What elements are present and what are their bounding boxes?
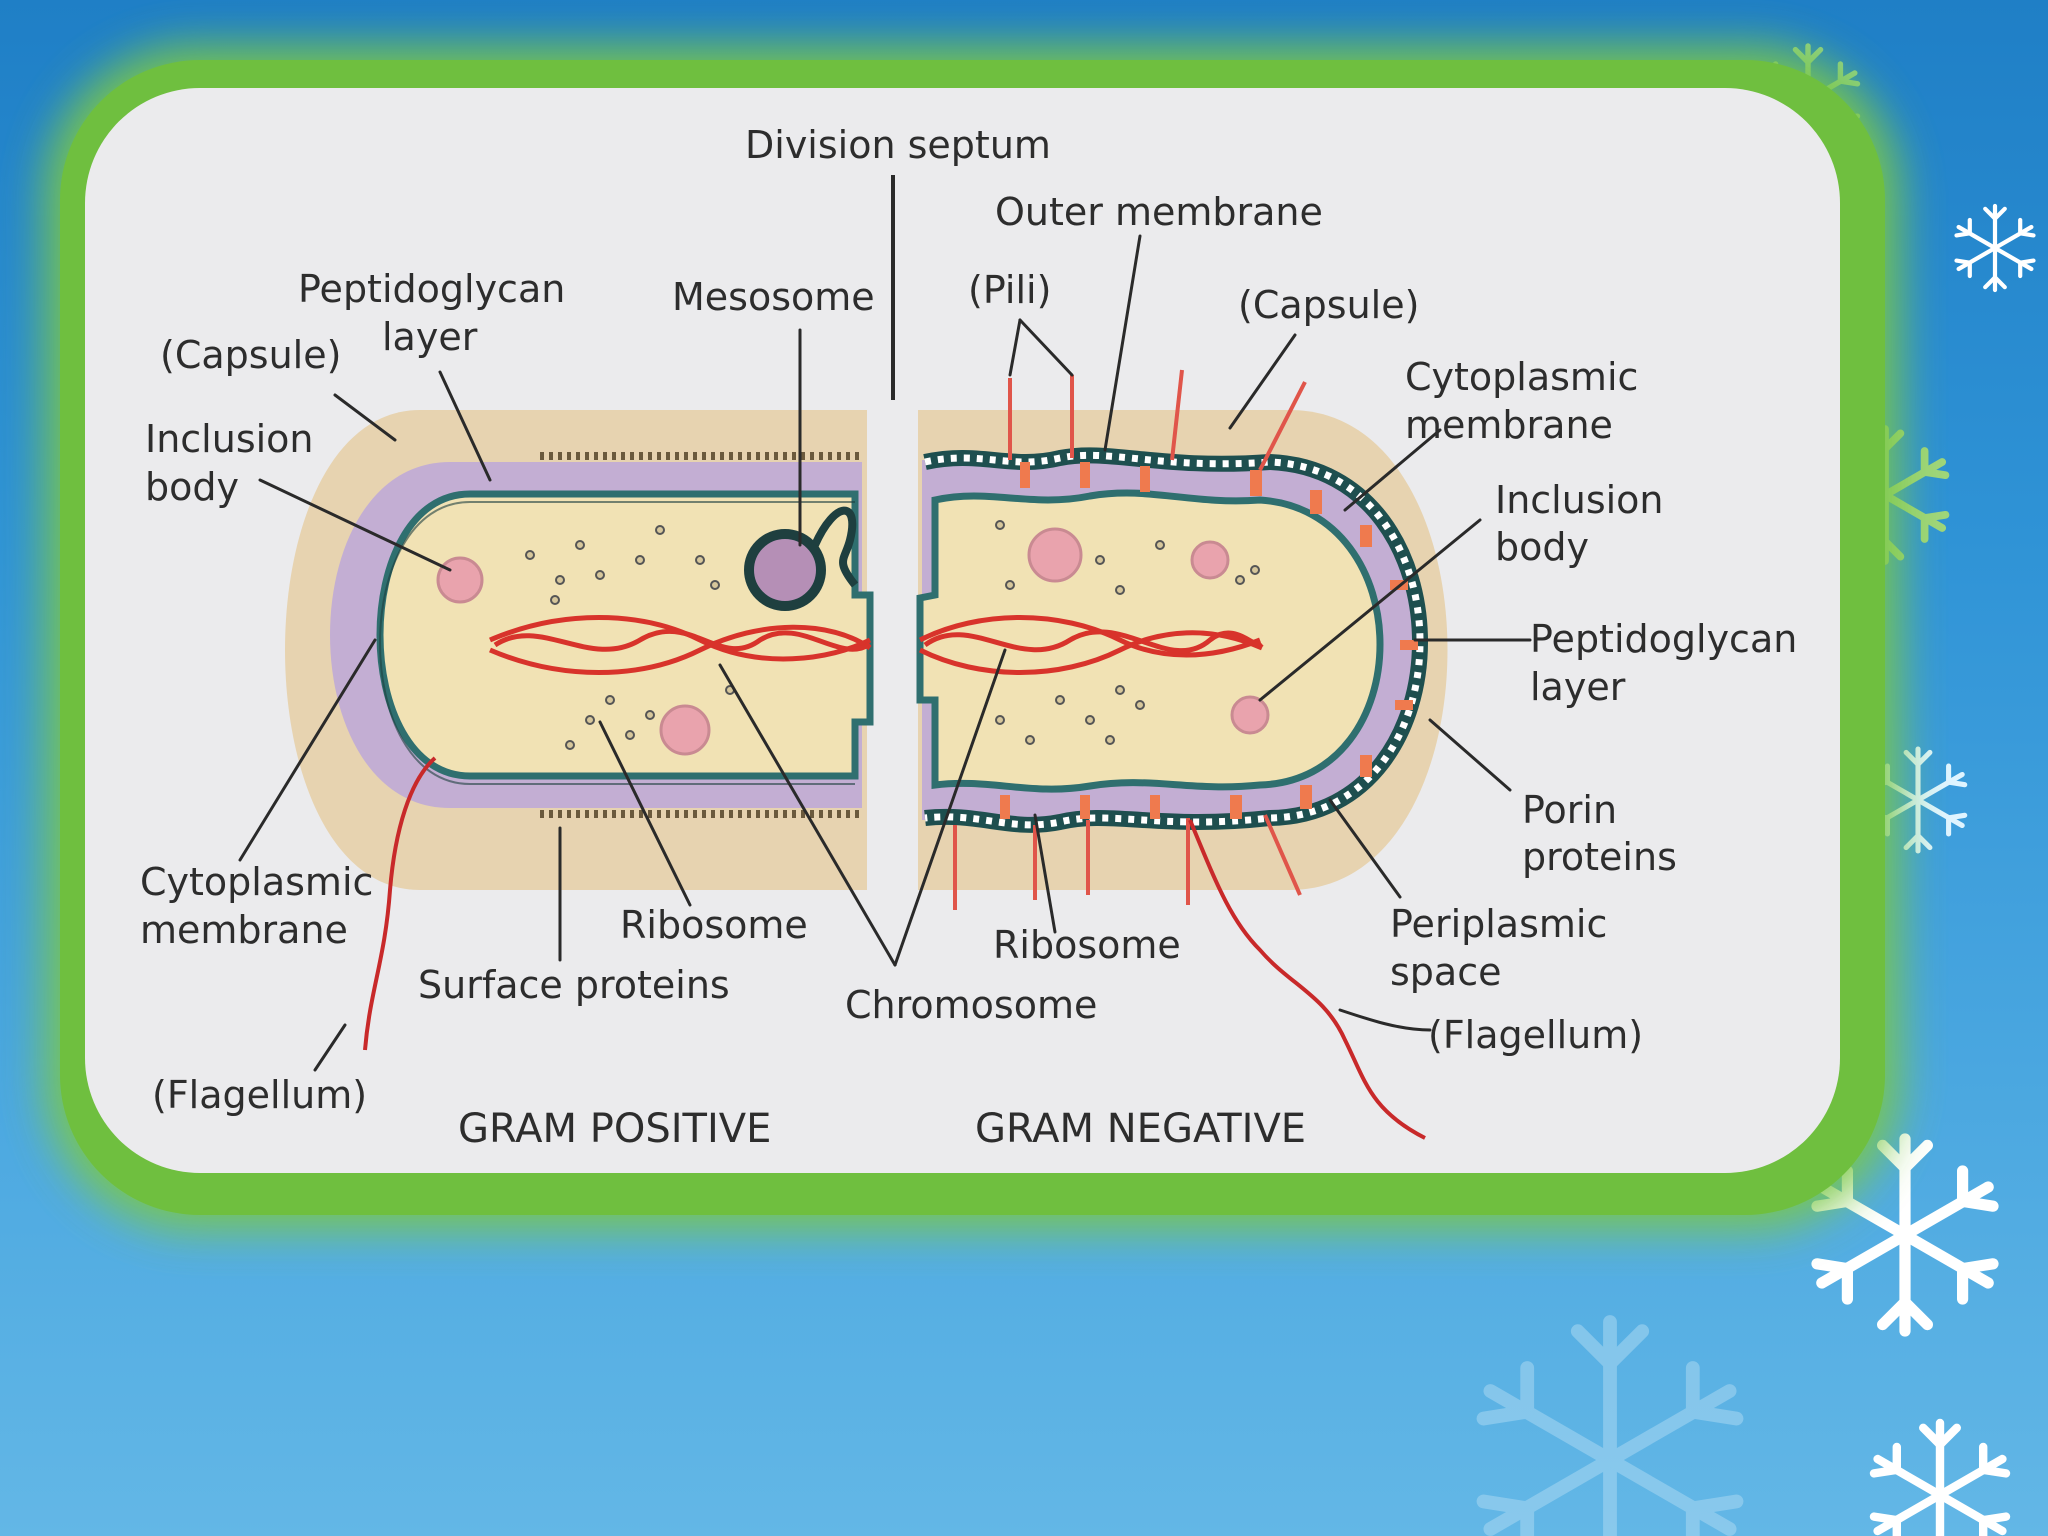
label-porin-1: Porin [1522,788,1617,832]
title-gram-positive: GRAM POSITIVE [458,1106,771,1152]
label-cytoplasmic-membrane-right-1: Cytoplasmic [1405,355,1638,399]
ribosomes [525,520,1260,750]
label-division-septum: Division septum [745,123,1051,167]
flagellum-left [363,756,437,1051]
leader-lines [238,234,1532,1072]
title-gram-negative: GRAM NEGATIVE [975,1106,1306,1152]
label-cytoplasmic-membrane-left-2: membrane [140,908,348,952]
porin-proteins [1000,462,1418,819]
label-cytoplasmic-membrane-left-1: Cytoplasmic [140,860,373,904]
label-inclusion-body-left-1: Inclusion [145,417,314,461]
label-flagellum-right: (Flagellum) [1428,1013,1643,1057]
label-porin-2: proteins [1522,835,1677,879]
label-periplasmic-1: Periplasmic [1390,902,1607,946]
label-flagellum-left: (Flagellum) [152,1073,367,1117]
label-ribosome-right: Ribosome [993,923,1181,967]
label-pili: (Pili) [968,268,1051,312]
snowflake-icon [1957,206,2034,290]
label-inclusion-body-right-2: body [1495,525,1589,569]
snowflake-icon [1874,1423,2006,1536]
chromosome [489,615,1264,675]
label-periplasmic-2: space [1390,950,1501,994]
label-capsule-right: (Capsule) [1238,283,1419,327]
label-peptidoglycan-left-1: Peptidoglycan [298,267,565,311]
label-peptidoglycan-left-2: layer [382,315,478,359]
label-peptidoglycan-right-1: Peptidoglycan [1530,617,1797,661]
label-outer-membrane: Outer membrane [995,190,1323,234]
pili [953,369,1307,910]
label-mesosome: Mesosome [672,275,875,319]
label-surface-proteins: Surface proteins [418,963,730,1007]
label-capsule-left: (Capsule) [160,333,341,377]
inclusion-bodies [436,527,1270,756]
label-ribosome-left: Ribosome [620,903,808,947]
flagellum-right [1188,819,1426,1140]
label-cytoplasmic-membrane-right-2: membrane [1405,403,1613,447]
label-inclusion-body-left-2: body [145,465,239,509]
label-inclusion-body-right-1: Inclusion [1495,478,1664,522]
snowflake-icon [1484,1322,1737,1536]
mesosome [744,506,859,611]
label-chromosome: Chromosome [845,983,1097,1027]
label-peptidoglycan-right-2: layer [1530,665,1626,709]
